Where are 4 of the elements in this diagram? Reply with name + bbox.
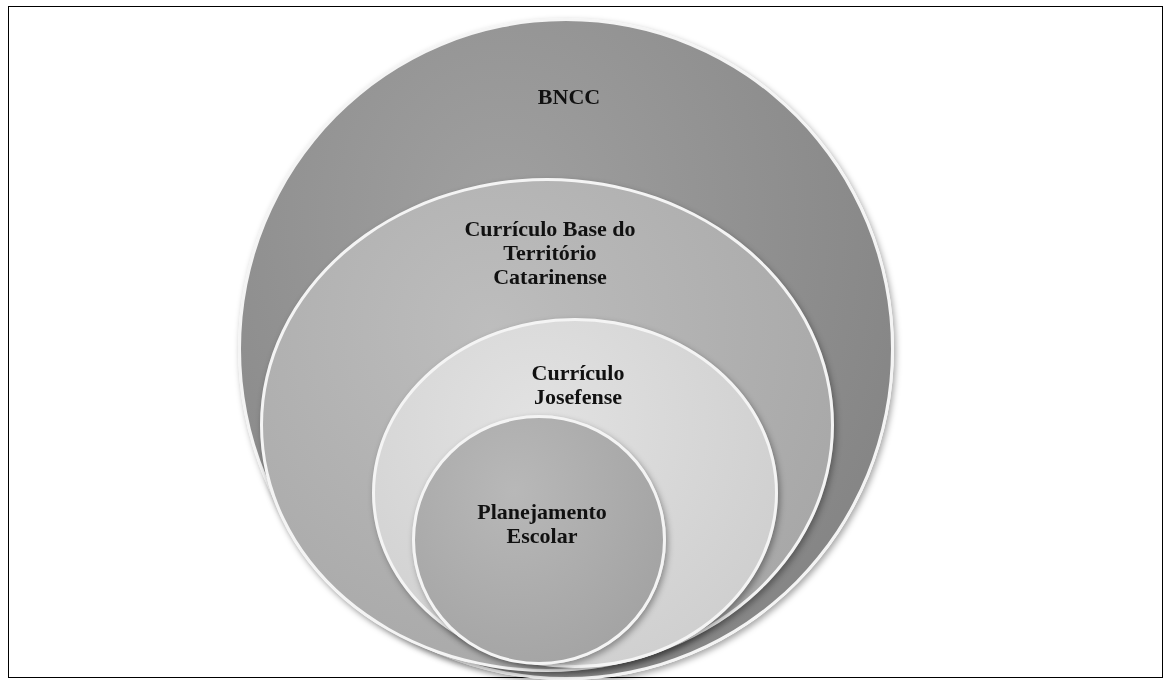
circle-label: Currículo Josefense bbox=[530, 361, 626, 409]
circle-label: BNCC bbox=[536, 85, 602, 109]
circle-label: Currículo Base do Território Catarinense bbox=[463, 217, 637, 289]
circle-label: Planejamento Escolar bbox=[476, 500, 608, 548]
